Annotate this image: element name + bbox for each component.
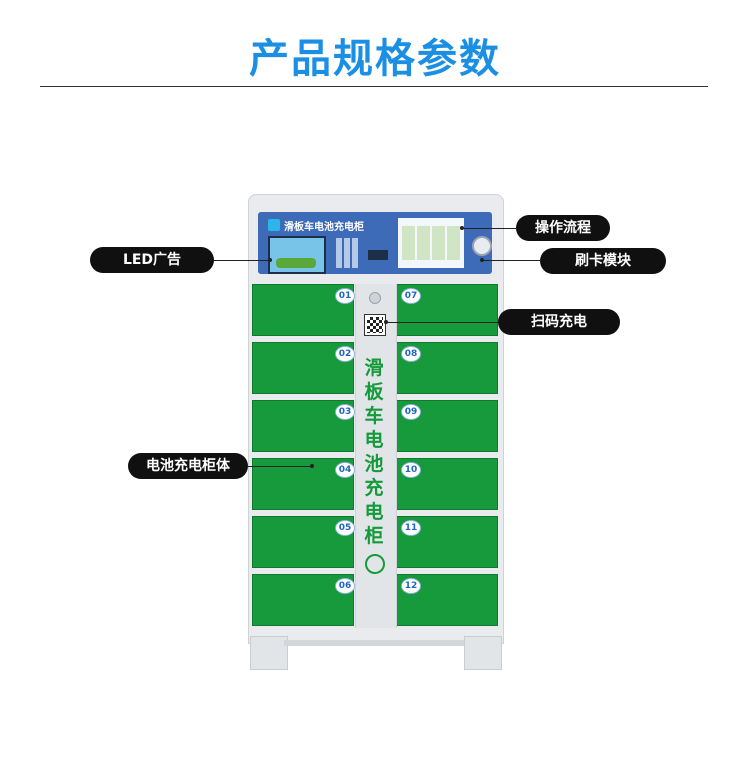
keypad[interactable] [336, 238, 360, 268]
locker-door[interactable]: 05 [252, 516, 355, 568]
callout-line-led [214, 260, 270, 261]
callout-led-ad: LED广告 [90, 247, 214, 273]
callout-card-module: 刷卡模块 [540, 248, 666, 274]
locker-door[interactable]: 03 [252, 400, 355, 452]
door-number: 09 [401, 404, 421, 420]
cabinet-leg-left [250, 636, 288, 670]
callout-dot-body [310, 464, 314, 468]
callout-scan-charge: 扫码充电 [498, 309, 620, 335]
cabinet-leg-right [464, 636, 502, 670]
locker-door[interactable]: 08 [396, 342, 498, 394]
led-screen[interactable] [268, 236, 326, 274]
brand-label: 滑板车电池充电柜 [284, 221, 364, 233]
door-number: 07 [401, 288, 421, 304]
door-number: 04 [335, 462, 355, 478]
locker-door[interactable]: 11 [396, 516, 498, 568]
operation-flow-sheet [398, 218, 464, 268]
door-number: 02 [335, 346, 355, 362]
plug-icon [365, 554, 385, 574]
brand-logo-icon [268, 219, 280, 231]
locker-door[interactable]: 07 [396, 284, 498, 336]
locker-door[interactable]: 12 [396, 574, 498, 626]
door-number: 03 [335, 404, 355, 420]
panel-brand: 滑板车电池充电柜 [268, 218, 388, 233]
callout-line-body [248, 466, 312, 467]
lock-icon [369, 292, 381, 304]
door-number: 10 [401, 462, 421, 478]
locker-door[interactable]: 06 [252, 574, 355, 626]
callout-dot-card [480, 258, 484, 262]
callout-line-card [482, 260, 540, 261]
callout-line-scan [386, 322, 498, 323]
page-title: 产品规格参数 [249, 36, 501, 82]
power-knob-icon[interactable] [472, 236, 492, 256]
callout-dot-flow [460, 226, 464, 230]
callout-dot-scan [384, 320, 388, 324]
callout-line-flow [462, 228, 516, 229]
door-number: 01 [335, 288, 355, 304]
locker-door[interactable]: 10 [396, 458, 498, 510]
locker-door[interactable]: 02 [252, 342, 355, 394]
qr-code-icon[interactable] [364, 314, 386, 336]
door-number: 06 [335, 578, 355, 594]
callout-dot-led [268, 258, 272, 262]
door-column-left: 01 02 03 04 05 06 [252, 284, 355, 628]
callout-operation-flow: 操作流程 [516, 215, 610, 241]
door-number: 05 [335, 520, 355, 536]
title-divider [40, 86, 708, 87]
door-number: 12 [401, 578, 421, 594]
card-reader[interactable] [368, 250, 388, 260]
locker-door[interactable]: 09 [396, 400, 498, 452]
door-number: 11 [401, 520, 421, 536]
callout-cabinet-body: 电池充电柜体 [128, 453, 248, 479]
cabinet-base [284, 640, 464, 646]
locker-door[interactable]: 01 [252, 284, 355, 336]
door-column-right: 07 08 09 10 11 12 [396, 284, 498, 628]
door-number: 08 [401, 346, 421, 362]
center-vertical-label: 滑板车电池充电柜 [364, 357, 384, 547]
